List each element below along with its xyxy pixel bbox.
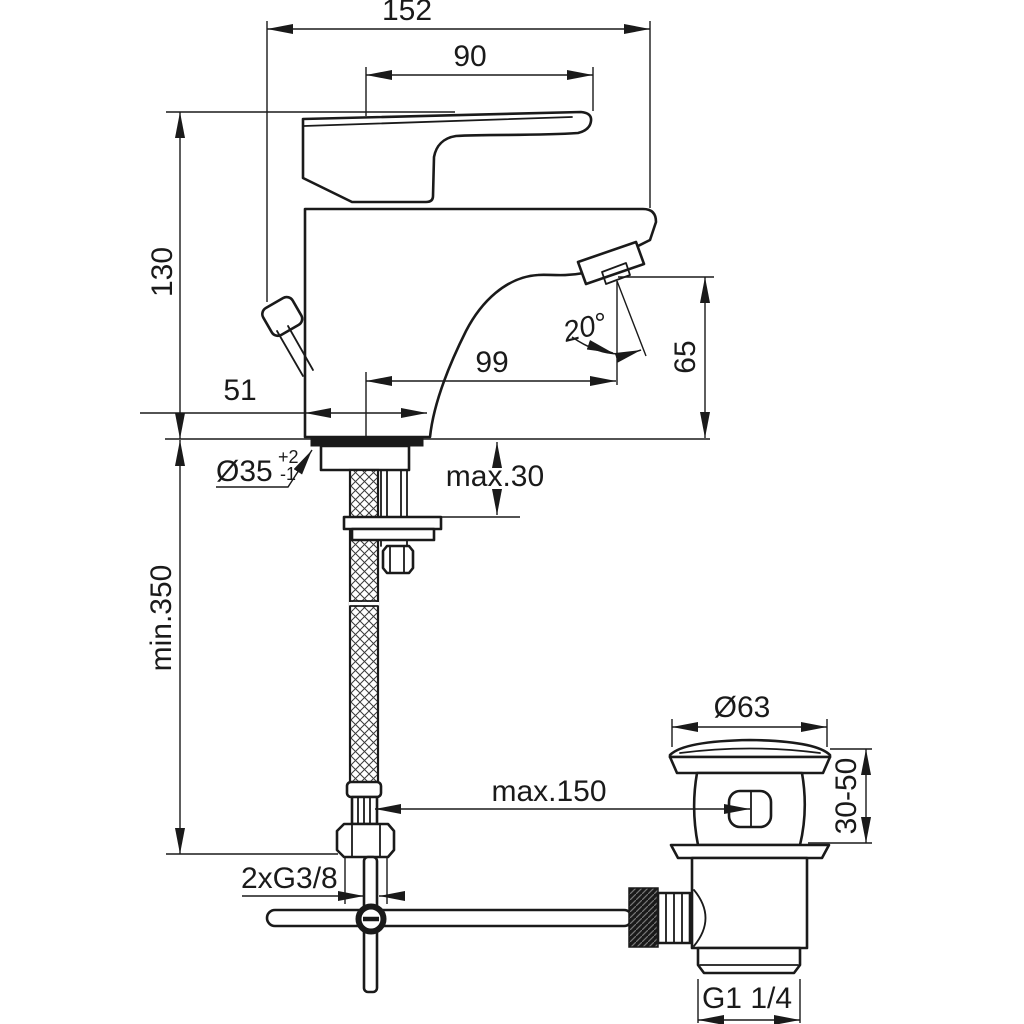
dim-outlet-height-label: 65: [669, 340, 702, 373]
popup-rod: [276, 325, 314, 377]
waste-thread-section: [696, 946, 802, 975]
dim-waste-flange-diameter: Ø63: [671, 691, 828, 747]
dim-hole-diameter: Ø35 +2 -1: [216, 447, 313, 488]
under-deck-assembly: [265, 437, 634, 994]
rod-coupling-ribs: [656, 891, 692, 945]
dim-outlet-angle: 20°: [559, 280, 647, 385]
lift-rod-horizontal: [265, 908, 634, 928]
tailpiece-socket-curve: [693, 889, 707, 947]
dim-supply-connection-label: 2xG3/8: [241, 862, 338, 895]
dim-handle-reach-label: 90: [453, 40, 486, 73]
dim-basin-thickness-range: 30-50: [808, 748, 872, 844]
dim-spout-reach-label: 99: [475, 346, 508, 379]
dim-max-rod-offset: max.150: [375, 775, 750, 814]
dim-max-deck-thickness: max.30: [441, 442, 544, 518]
waste-lower-flange: [669, 843, 831, 860]
dim-base-depth: 51: [140, 374, 427, 418]
dim-overall-width: 152: [266, 0, 651, 302]
dim-hole-tolerance-plus: +2: [278, 447, 299, 467]
dim-basin-thickness-range-label: 30-50: [830, 758, 863, 835]
hose-collar: [345, 780, 383, 799]
mounting-washer-step: [350, 527, 436, 542]
mounting-nut: [381, 544, 415, 575]
waste-upper-flange: [668, 755, 832, 775]
dim-handle-reach: 90: [365, 40, 594, 116]
hose-crimp: [350, 795, 379, 826]
dim-outlet-angle-label: 20°: [559, 307, 610, 349]
dim-base-depth-label: 51: [223, 374, 256, 407]
aerator-housing: [576, 240, 646, 286]
dim-supply-connection: 2xG3/8: [241, 858, 405, 904]
rod-pivot-screw: [355, 903, 387, 935]
rod-coupling-knurl: [628, 887, 659, 948]
connection-boss: [319, 444, 411, 472]
popup-waste: [628, 738, 832, 975]
waste-tailpiece: [690, 856, 809, 950]
faucet: [261, 110, 658, 439]
aerator-outlet: [601, 262, 631, 285]
mounting-washer: [342, 515, 443, 531]
dim-spout-reach: 99: [365, 346, 616, 438]
handle-blade-edge: [303, 116, 573, 127]
waste-cap-inner-line: [679, 747, 821, 754]
dim-max-deck-thickness-label: max.30: [446, 460, 544, 493]
dim-waste-outlet-thread-label: G1 1/4: [702, 982, 792, 1015]
dim-outlet-height: 65: [618, 276, 714, 438]
dim-hole-tolerance-minus: -1: [280, 464, 296, 484]
dim-body-height-label: 130: [146, 247, 179, 297]
dim-waste-flange-diameter-label: Ø63: [714, 691, 771, 724]
dim-max-rod-offset-label: max.150: [491, 775, 606, 808]
dim-hole-diameter-label: Ø35: [216, 455, 273, 488]
dim-body-height: 130: [146, 111, 455, 439]
dim-waste-outlet-thread: G1 1/4: [697, 979, 801, 1024]
hose-nut: [335, 822, 396, 859]
dim-min-hose-length: min.350: [145, 440, 338, 855]
faucet-handle: [301, 110, 593, 204]
dim-overall-width-label: 152: [382, 0, 432, 27]
dim-min-hose-length-label: min.350: [145, 565, 178, 672]
hose-seam: [349, 600, 379, 607]
